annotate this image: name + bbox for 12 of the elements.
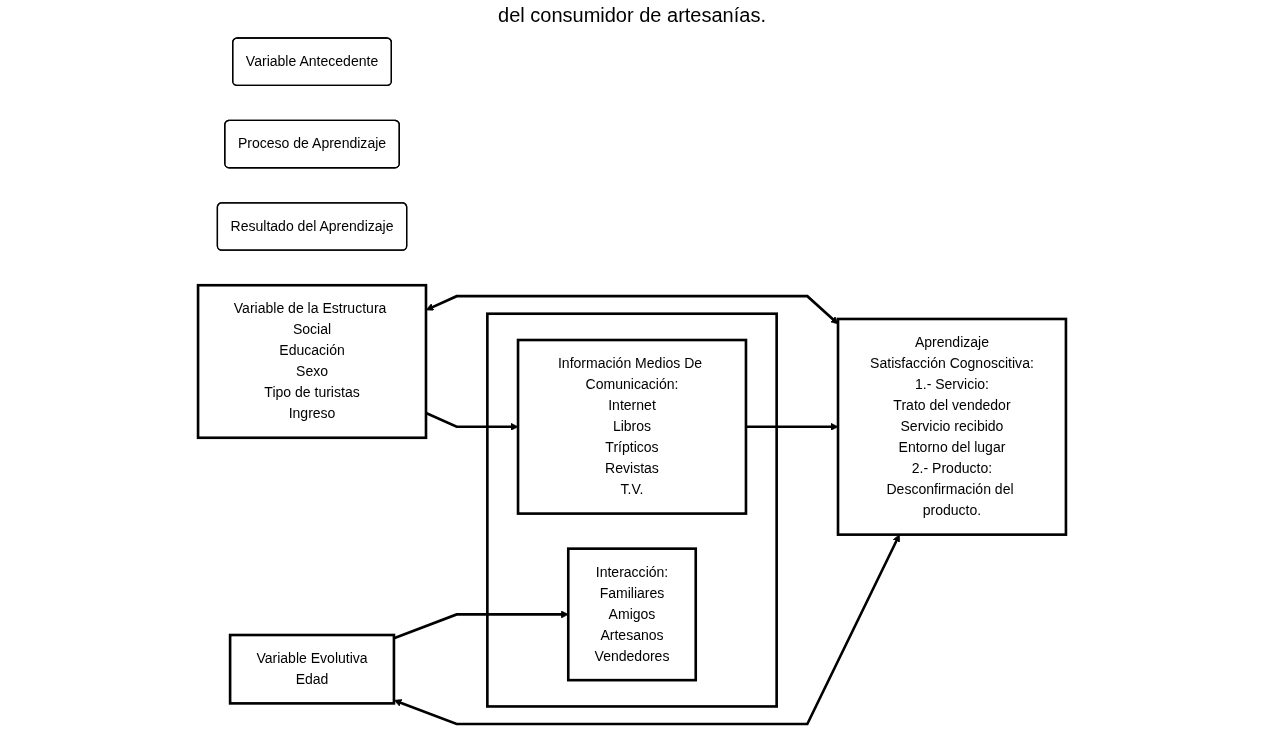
node-box: Interacción: Familiares Amigos Artesanos Vendedores [566, 547, 698, 682]
node-box: Aprendizaje Satisfacción Cognoscitiva: 1.- Servicio: Trato del vendedor Servicio recibido Entorno del lugar 2.- Producto: Desconfirmación del producto. [836, 317, 1068, 536]
arrow [745, 422, 839, 431]
node-box: Variable de la Estructura Social Educación Sexo Tipo de turistas Ingreso [196, 283, 428, 440]
arrow [393, 534, 900, 726]
diagram-title: del consumidor de artesanías. [497, 4, 767, 27]
node-box: Información Medios De Comunicación: Internet Libros Trípticos Revistas T.V. [516, 338, 748, 515]
arrow [425, 411, 519, 431]
arrow [425, 294, 839, 325]
node-box: Variable Evolutiva Edad [228, 633, 396, 705]
arrow [393, 610, 569, 640]
cluster [486, 312, 778, 708]
